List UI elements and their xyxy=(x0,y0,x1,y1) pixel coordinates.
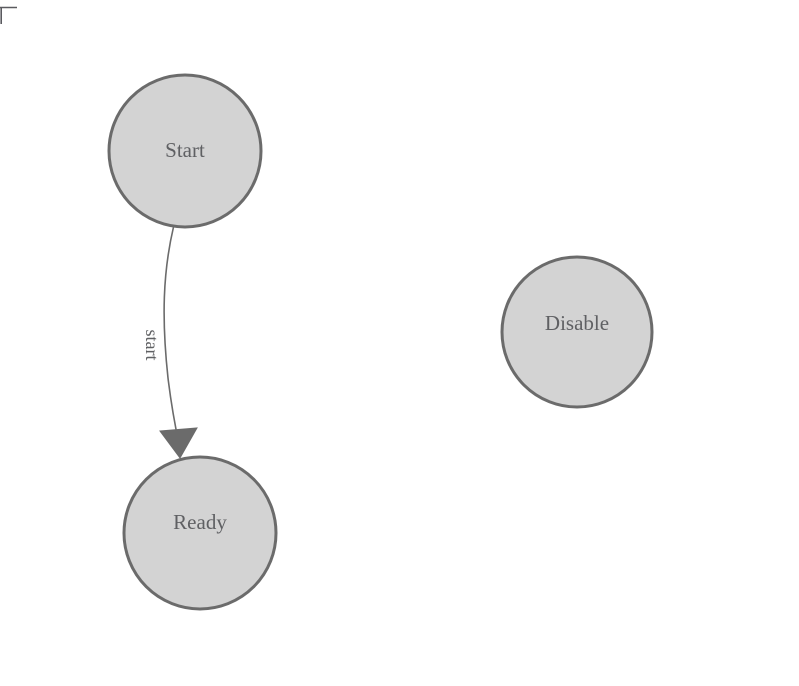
edge-line xyxy=(163,226,180,445)
node-start-circle[interactable] xyxy=(107,73,263,229)
node-disable-label: Disable xyxy=(545,311,609,335)
node-start[interactable]: Start xyxy=(107,73,263,229)
node-ready-label: Ready xyxy=(173,510,227,534)
node-disable[interactable]: Disable xyxy=(500,255,654,409)
node-disable-circle[interactable] xyxy=(500,255,654,409)
selection-corner-mark xyxy=(0,6,17,24)
node-ready-circle[interactable] xyxy=(122,455,278,611)
edge-start-to-ready[interactable]: start xyxy=(142,226,198,459)
arrowhead-icon xyxy=(159,427,198,459)
node-ready[interactable]: Ready xyxy=(122,455,278,611)
node-start-label: Start xyxy=(165,138,205,162)
edge-label-start: start xyxy=(142,330,162,361)
